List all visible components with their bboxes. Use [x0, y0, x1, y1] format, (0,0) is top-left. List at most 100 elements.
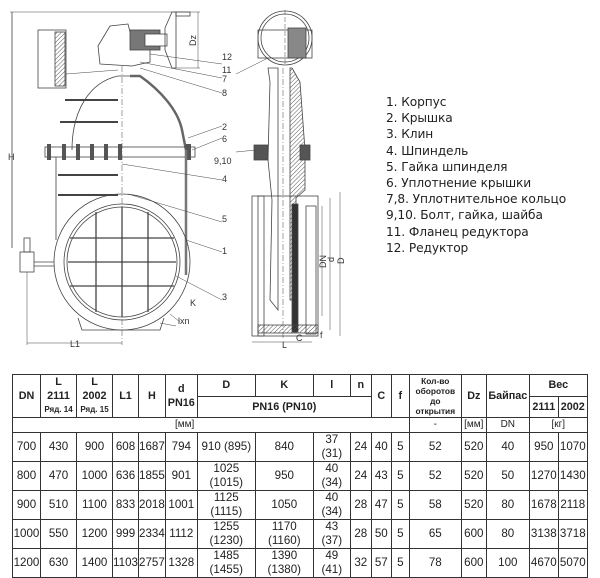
cell-c: 40 — [370, 432, 392, 462]
cell-h: 1855 — [138, 461, 166, 491]
callout-leaders — [121, 53, 223, 327]
header-l1: L1 — [112, 374, 139, 418]
header-D: D — [196, 374, 256, 397]
unit-mm: [мм] — [12, 417, 410, 433]
cell-dz: 520 — [460, 490, 487, 520]
cell-dz: 520 — [460, 432, 487, 462]
svg-text:H: H — [8, 152, 15, 162]
header-turns: Кол-во оборотов до открытия — [408, 374, 462, 418]
table-header-row: DN L 2111 Ряд. 14 L 2002 Ряд. 15 L1 H d … — [12, 374, 588, 418]
cell-bypass: 80 — [485, 490, 530, 520]
unit-weight: [кг] — [528, 417, 588, 433]
table-units-row: [мм] - [мм] DN [кг] — [12, 417, 588, 433]
header-l2002-mid: 2002 — [82, 390, 107, 402]
header-l2111-mid: 2111 — [47, 390, 70, 402]
header-weight: Вес — [528, 374, 588, 397]
cell-K: 1050 — [254, 490, 314, 520]
cell-l2002: 1100 — [76, 490, 113, 520]
legend-item: 2. Крышка — [386, 111, 453, 126]
cell-c: 50 — [370, 519, 392, 549]
header-turns-line3: до открытия — [415, 396, 456, 416]
svg-text:5: 5 — [222, 214, 227, 224]
cell-n: 28 — [349, 519, 372, 549]
header-K: K — [254, 374, 314, 397]
svg-text:1: 1 — [222, 246, 227, 256]
cell-turns: 65 — [408, 519, 462, 549]
cell-l: 43 (37) — [312, 519, 351, 549]
cell-dn: 1200 — [12, 548, 41, 578]
cell-n: 24 — [349, 461, 372, 491]
svg-text:3: 3 — [222, 292, 227, 302]
cell-d: 1328 — [164, 548, 198, 578]
cell-K: 1170 (1160) — [254, 519, 314, 549]
dimension-labels: Dz H L1 K lxn DN d D C f L — [8, 35, 346, 350]
svg-text:f: f — [320, 330, 323, 340]
cell-D: 1255 (1230) — [196, 519, 256, 549]
cell-d: 901 — [164, 461, 198, 491]
header-h: H — [138, 374, 166, 418]
cell-d: 1112 — [164, 519, 198, 549]
cell-dz: 520 — [460, 461, 487, 491]
svg-text:K: K — [190, 298, 196, 308]
cell-turns: 58 — [408, 490, 462, 520]
cell-dz: 600 — [460, 548, 487, 578]
cell-h: 1687 — [138, 432, 166, 462]
header-turns-line1: Кол-во — [421, 376, 450, 386]
cell-dn: 700 — [12, 432, 41, 462]
bypass-valve — [19, 251, 35, 273]
header-d-bottom: PN16 — [167, 397, 195, 409]
cell-bypass: 50 — [485, 461, 530, 491]
cell-dn: 900 — [12, 490, 41, 520]
header-l2111: L 2111 Ряд. 14 — [40, 374, 77, 418]
legend-item: 11. Фланец редуктора — [386, 224, 529, 239]
header-pn-group: PN16 (PN10) — [196, 395, 372, 418]
legend-item: 1. Корпус — [386, 95, 447, 109]
cell-l: 40 (34) — [312, 461, 351, 491]
cell-f: 5 — [390, 461, 410, 491]
header-l2002-sub: Ряд. 15 — [80, 405, 109, 414]
cell-l1: 1103 — [112, 548, 139, 578]
cell-l2111: 550 — [40, 519, 77, 549]
svg-text:d: d — [326, 257, 336, 262]
legend-item: 4. Шпиндель — [386, 143, 469, 158]
cell-f: 5 — [390, 490, 410, 520]
cell-dn: 1000 — [12, 519, 41, 549]
cell-l2111: 470 — [40, 461, 77, 491]
svg-text:11: 11 — [222, 65, 231, 75]
svg-text:D: D — [336, 257, 346, 264]
svg-text:L: L — [282, 340, 287, 350]
header-n: n — [349, 374, 372, 397]
cell-D: 1485 (1455) — [196, 548, 256, 578]
cell-h: 2757 — [138, 548, 166, 578]
bonnet-left — [71, 75, 130, 151]
seal-detail-inset — [37, 29, 67, 89]
header-l2111-sub: Ряд. 14 — [44, 405, 73, 414]
cell-l: 49 (41) — [312, 548, 351, 578]
cell-w2002: 1430 — [557, 461, 588, 491]
cell-l: 40 (34) — [312, 490, 351, 520]
cell-n: 24 — [349, 432, 372, 462]
cell-n: 28 — [349, 490, 372, 520]
header-bypass: Байпас — [485, 374, 530, 418]
legend-item: 9,10. Болт, гайка, шайба — [386, 208, 543, 223]
svg-text:7: 7 — [222, 74, 227, 84]
callout-labels: 12 11 7 8 2 6 9,10 4 5 1 3 — [214, 52, 232, 302]
header-c: C — [370, 374, 392, 418]
header-turns-line2: оборотов — [415, 386, 456, 396]
header-l2002-top: L — [91, 376, 98, 388]
cell-c: 43 — [370, 461, 392, 491]
side-view — [235, 10, 341, 343]
legend-item: 6. Уплотнение крышки — [386, 176, 532, 191]
cell-K: 840 — [254, 432, 314, 462]
cell-l2002: 900 — [76, 432, 113, 462]
cell-w2111: 4670 — [528, 548, 559, 578]
legend-item: 12. Редуктор — [386, 240, 469, 255]
cell-bypass: 100 — [485, 548, 530, 578]
header-l: l — [312, 374, 351, 397]
cell-l: 37 (31) — [312, 432, 351, 462]
header-d-pn16: d PN16 — [164, 374, 198, 418]
cell-bypass: 80 — [485, 519, 530, 549]
parts-legend: 1. Корпус 2. Крышка 3. Клин 4. Шпиндель … — [386, 94, 600, 256]
unit-dz: [мм] — [460, 417, 487, 433]
